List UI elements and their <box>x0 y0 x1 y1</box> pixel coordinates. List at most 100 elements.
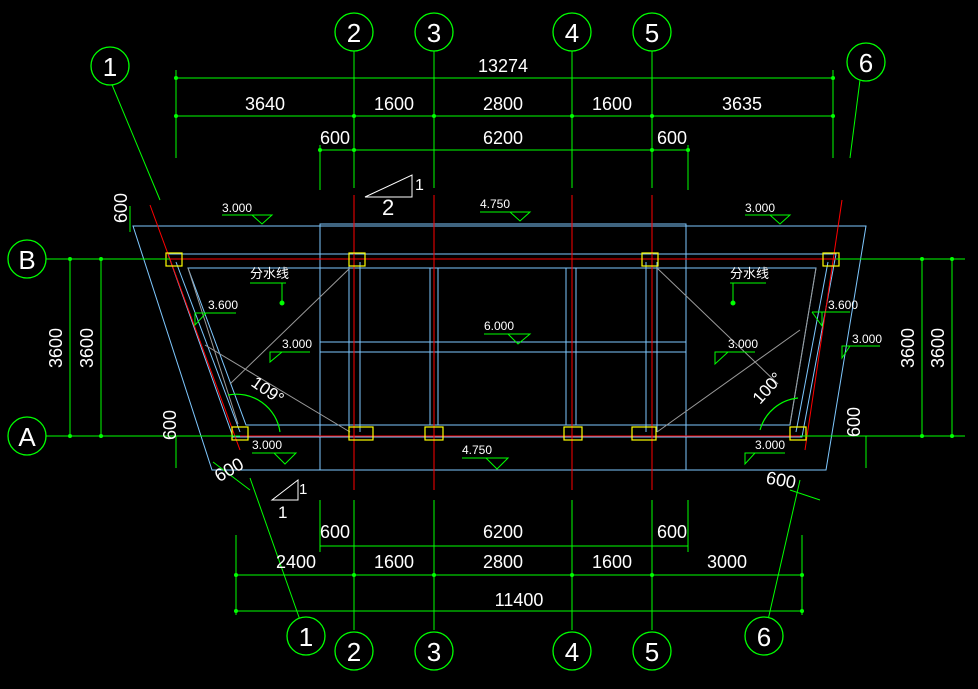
bubble-top-4 <box>552 12 592 52</box>
elev-right-mid: 3.000 <box>728 337 758 351</box>
slope-top-run: 2 <box>382 195 394 220</box>
angle-text: 109° 100° <box>248 369 787 409</box>
bubble-top-2 <box>334 12 374 52</box>
bubble-bot-6 <box>744 616 784 656</box>
dim-right-diag-600: 600 <box>765 468 798 493</box>
axis-label-top-2: 2 <box>347 18 361 48</box>
dim-right-inner: 3600 <box>898 328 918 368</box>
dimension-ticks <box>68 76 954 613</box>
axis-label-left-B: B <box>18 245 35 275</box>
dim-top-seg-1: 3640 <box>245 94 285 114</box>
bay-left <box>359 267 431 426</box>
angle-right: 100° <box>749 369 787 408</box>
dim-left-inner: 3600 <box>77 328 97 368</box>
elev-right-outside: 3.000 <box>852 332 882 346</box>
angle-left: 109° <box>248 373 288 409</box>
dim-bot-overall: 11400 <box>495 590 544 610</box>
elev-top-mid: 4.750 <box>480 197 510 211</box>
bay-center <box>437 267 567 426</box>
elevation-triangles <box>194 211 880 470</box>
dim-top-inner-2: 6200 <box>483 128 523 148</box>
dim-bot-inner-3: 600 <box>657 522 687 542</box>
dim-top-inner-3: 600 <box>657 128 687 148</box>
outer-eave <box>132 225 867 471</box>
elev-bottom-right: 3.000 <box>755 438 785 452</box>
slope-bottom-rise: 1 <box>299 481 307 498</box>
dim-bot-inner-1: 600 <box>320 522 350 542</box>
axis-6 <box>804 199 843 451</box>
bubble-bot-1 <box>286 616 326 656</box>
ridge-leaders <box>250 282 766 306</box>
dim-top-inner-1: 600 <box>320 128 350 148</box>
dim-top-overall: 13274 <box>478 56 528 76</box>
ridge-label-left: 分水线 <box>250 266 289 281</box>
bubble-top-1 <box>90 46 130 86</box>
slope-bottom-run: 1 <box>278 503 287 522</box>
grid-axes <box>100 195 880 490</box>
bubble-bot-4 <box>552 631 592 671</box>
dim-left-top-600: 600 <box>111 193 131 223</box>
slope-symbols <box>270 174 413 501</box>
dim-bot-seg-5: 3000 <box>707 552 747 572</box>
bubble-top-3 <box>414 12 454 52</box>
bubble-top-6 <box>846 42 886 82</box>
axis-label-top-1: 1 <box>103 52 117 82</box>
bay-right <box>575 267 647 426</box>
angle-arcs <box>227 393 799 433</box>
elev-center: 6.000 <box>484 319 514 333</box>
dim-top-seg-3: 2800 <box>483 94 523 114</box>
axis-label-bot-4: 4 <box>565 637 579 667</box>
axis-label-top-5: 5 <box>645 18 659 48</box>
bubble-left-B <box>7 239 47 279</box>
elev-right-slope: 3.600 <box>828 298 858 312</box>
ridge-label-right: 分水线 <box>730 266 769 281</box>
axis-label-top-6: 6 <box>859 48 873 78</box>
bubble-bot-2 <box>334 631 374 671</box>
dimension-text: 13274 3640 1600 2800 1600 3635 600 6200 … <box>245 56 762 610</box>
axis-label-left-A: A <box>18 422 36 452</box>
dim-bot-seg-3: 2800 <box>483 552 523 572</box>
dim-left-outer: 3600 <box>46 328 66 368</box>
bubble-bot-3 <box>414 631 454 671</box>
axis-label-bot-2: 2 <box>347 637 361 667</box>
dim-left-bottom-600: 600 <box>160 410 180 440</box>
slope-top-rise: 1 <box>415 177 424 194</box>
bubble-top-5 <box>632 12 672 52</box>
axis-1 <box>149 204 241 451</box>
inner-wall <box>167 253 837 438</box>
axis-label-top-4: 4 <box>565 18 579 48</box>
central-block <box>319 223 687 471</box>
axis-label-bot-5: 5 <box>645 637 659 667</box>
axis-bubbles <box>7 12 886 671</box>
dim-top-seg-5: 3635 <box>722 94 762 114</box>
dim-top-seg-4: 1600 <box>592 94 632 114</box>
ridge-labels: 分水线 分水线 <box>250 266 769 281</box>
dim-right-bottom-600: 600 <box>844 407 864 437</box>
elev-bottom-left: 3.000 <box>252 438 282 452</box>
dim-left-diag-600: 600 <box>211 454 247 486</box>
dim-bot-seg-1: 2400 <box>276 552 316 572</box>
slant-right-a <box>795 261 829 433</box>
axis-label-bot-1: 1 <box>299 622 313 652</box>
roof-outline <box>132 223 867 471</box>
slope-text: 1 2 1 1 <box>278 177 424 522</box>
elev-left-mid: 3.000 <box>282 337 312 351</box>
elev-bottom-mid: 4.750 <box>462 443 492 457</box>
bubble-left-A <box>7 416 47 456</box>
bubble-bot-5 <box>632 631 672 671</box>
elev-left-slope: 3.600 <box>208 298 238 312</box>
elevation-text: 3.000 4.750 3.000 3.600 3.600 3.000 6.00… <box>208 197 882 457</box>
side-dimension-text: 3600 3600 3600 3600 600 600 600 600 600 <box>46 193 948 493</box>
axis-bubble-labels: 1 2 3 4 5 6 1 2 3 4 5 6 B A <box>18 18 873 667</box>
dim-bot-seg-4: 1600 <box>592 552 632 572</box>
axis-label-bot-6: 6 <box>757 622 771 652</box>
elev-top-left: 3.000 <box>222 201 252 215</box>
dim-bot-inner-2: 6200 <box>483 522 523 542</box>
axis-label-bot-3: 3 <box>427 637 441 667</box>
dim-top-seg-2: 1600 <box>374 94 414 114</box>
dim-right-outer: 3600 <box>928 328 948 368</box>
dim-bot-seg-2: 1600 <box>374 552 414 572</box>
elev-top-right: 3.000 <box>745 201 775 215</box>
